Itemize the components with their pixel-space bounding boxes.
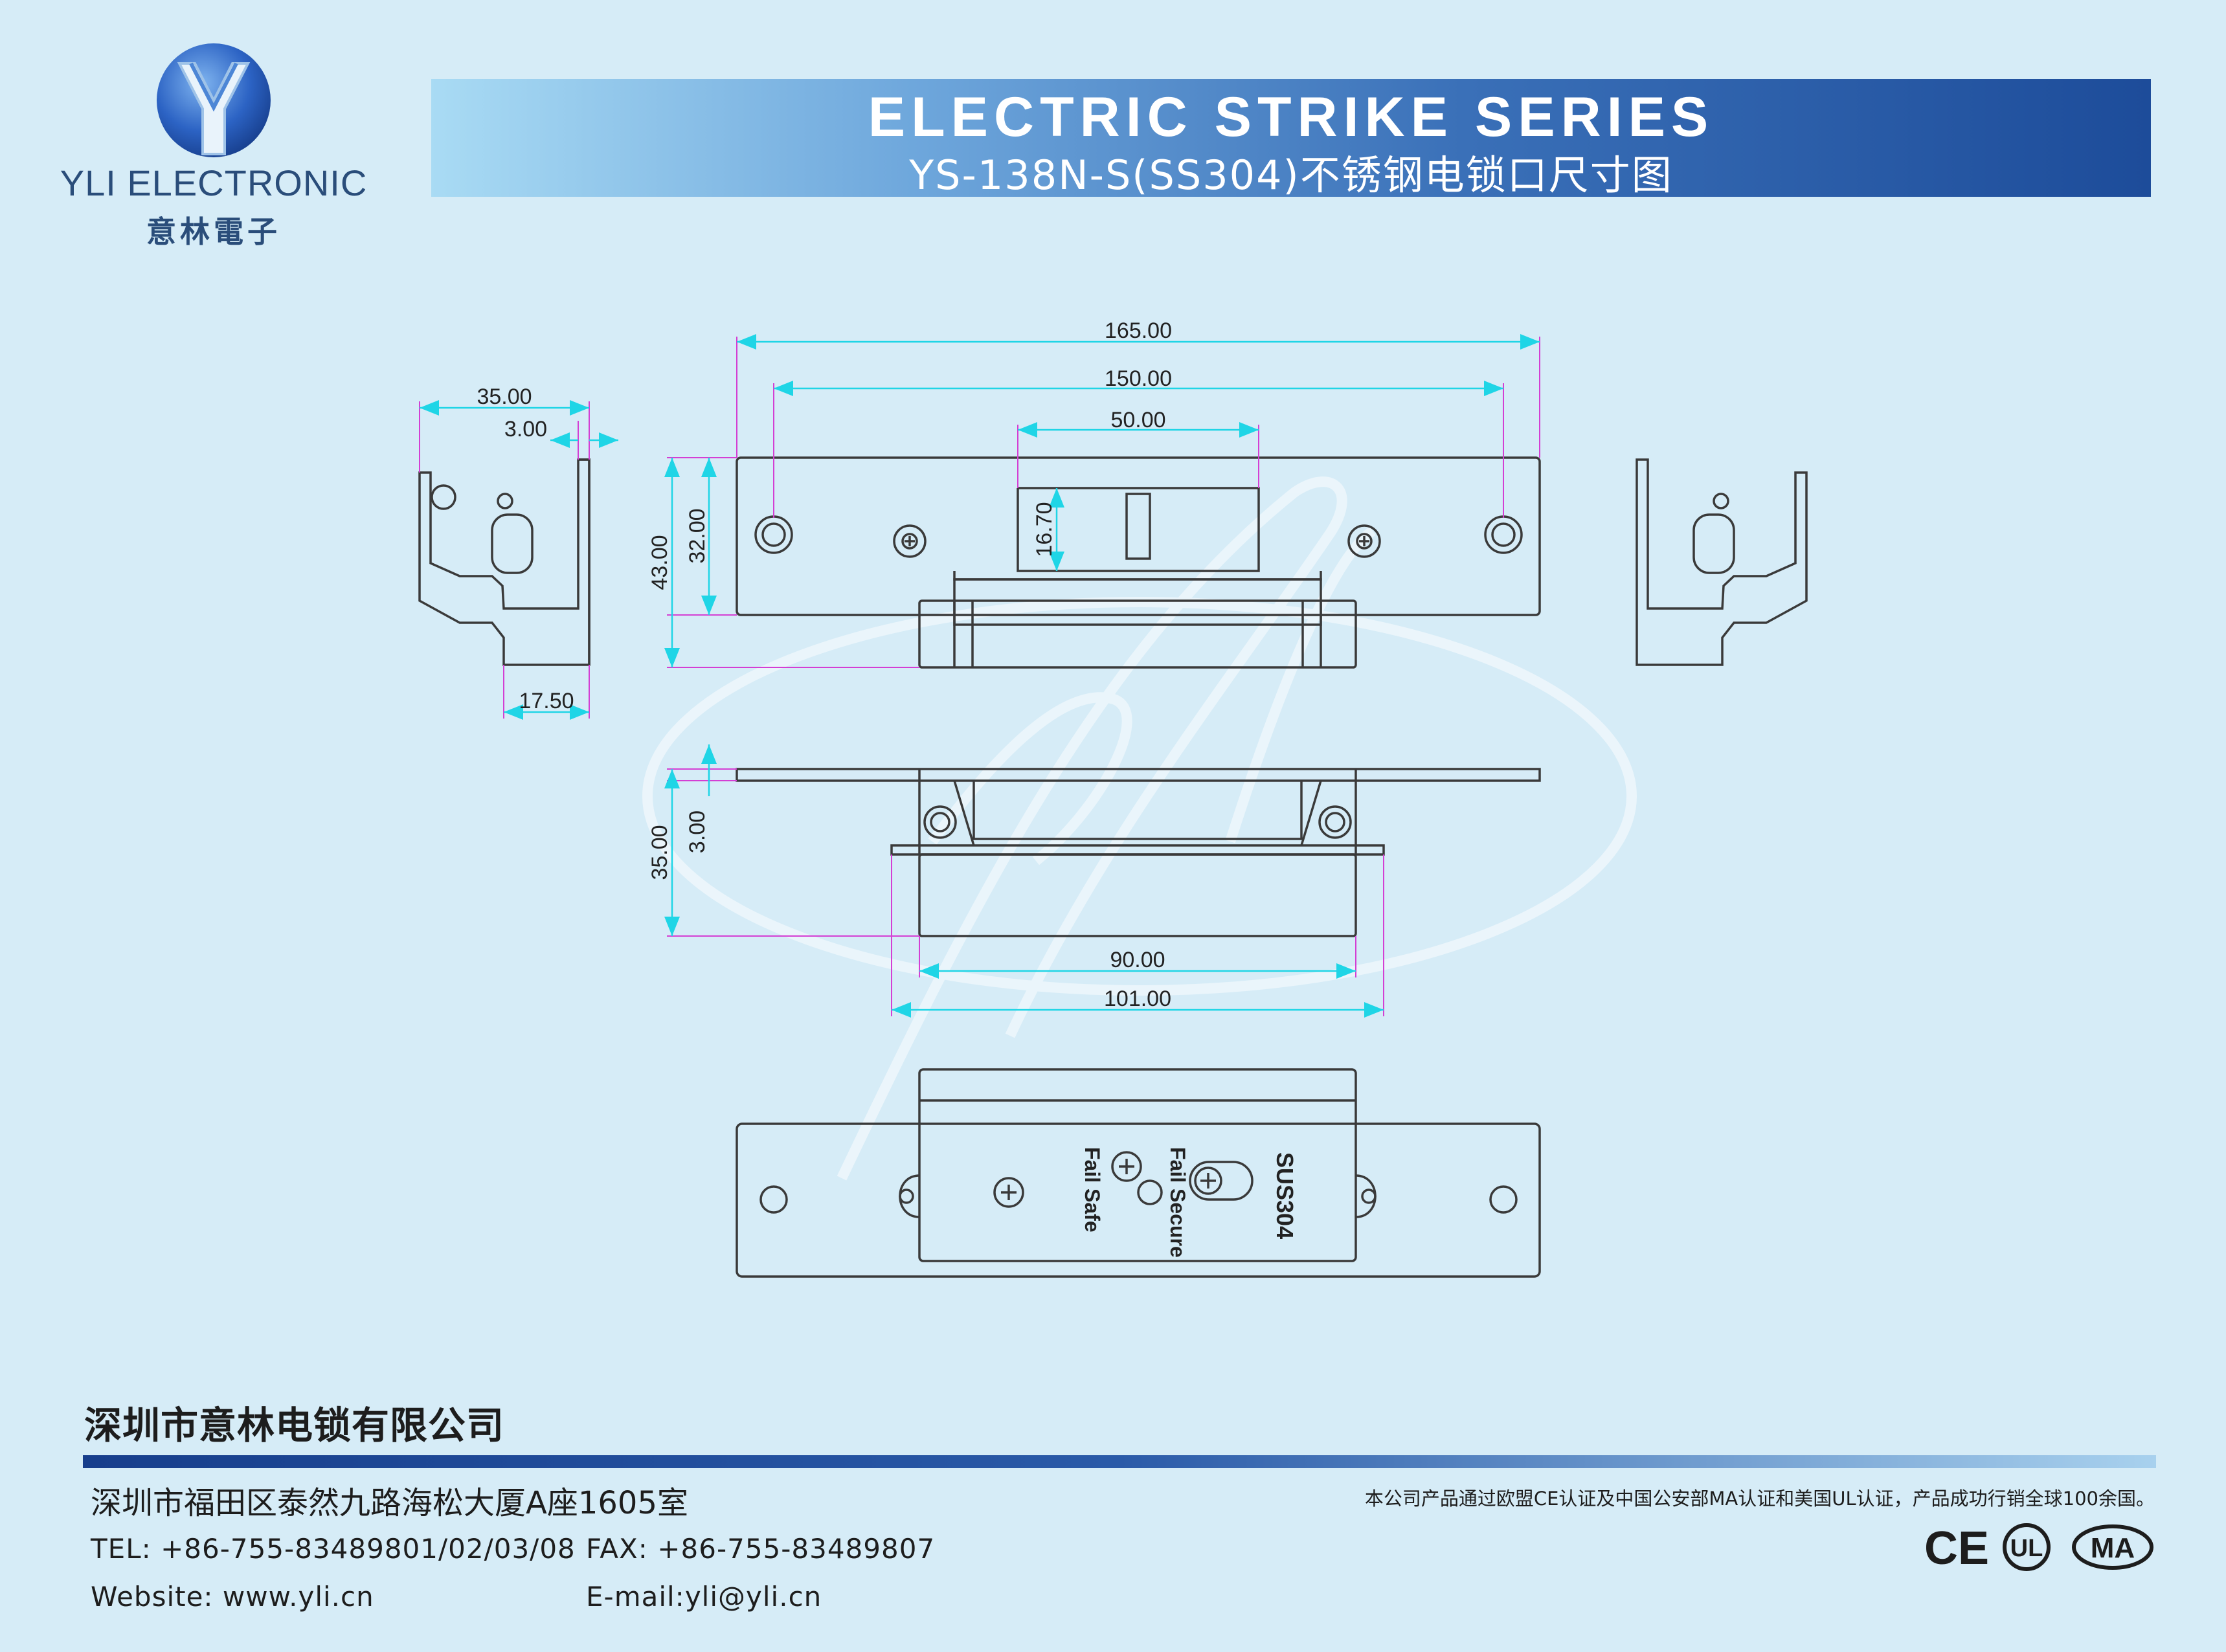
dim-center-opening: 50.00: [1110, 408, 1165, 432]
screw-left-icon: [893, 524, 927, 558]
title-banner: ELECTRIC STRIKE SERIES YS-138N-S(SS304)不…: [431, 79, 2151, 199]
dim-outer-width: 101.00: [1104, 987, 1171, 1011]
contact-tel: TEL: +86-755-83489801/02/03/08: [91, 1533, 576, 1565]
rear-faceplate: [736, 1122, 1541, 1278]
dim-plate-height: 32.00: [685, 508, 710, 563]
dim-plate-height-total: 43.00: [647, 535, 672, 590]
brand-name-cn: 意林電子: [146, 214, 281, 249]
dim-body-width: 90.00: [1110, 948, 1165, 972]
contact-fax: FAX: +86-755-83489807: [586, 1533, 936, 1565]
contact-email[interactable]: E-mail:yli@yli.cn: [586, 1581, 822, 1613]
label-material: SUS304: [1272, 1152, 1298, 1239]
mount-hole-right: [1484, 515, 1523, 554]
watermark: [642, 476, 1637, 1181]
rear-housing: [918, 1068, 1357, 1262]
strike-body: [918, 599, 1357, 669]
extension-lines: [419, 337, 1540, 1016]
strike-faceplate: [736, 456, 1541, 616]
dim-side-width: 35.00: [477, 385, 532, 409]
brand-name-en: YLI ELECTRONIC: [60, 162, 368, 203]
screw-crosses: [905, 536, 1369, 1200]
strike-tongue: [1125, 493, 1151, 560]
label-fail-safe: Fail Safe: [1081, 1147, 1104, 1233]
page-subtitle: YS-138N-S(SS304)不锈钢电锁口尺寸图: [909, 151, 1673, 199]
ce-mark-icon: CE: [1926, 1523, 1988, 1573]
mode-screw-icon: [1111, 1151, 1142, 1182]
svg-text:CE: CE: [1926, 1523, 1988, 1573]
page-title: ELECTRIC STRIKE SERIES: [868, 86, 1714, 148]
dim-opening-depth: 16.70: [1032, 502, 1057, 557]
svg-text:UL: UL: [2010, 1535, 2043, 1562]
screw-right-icon: [1347, 524, 1381, 558]
ul-mark-icon: UL: [2003, 1523, 2051, 1571]
center-opening: [1017, 487, 1260, 572]
dim-side-base: 17.50: [519, 689, 574, 713]
dim-hole-spacing: 150.00: [1105, 366, 1172, 391]
dim-side-thickness: 3.00: [504, 417, 547, 441]
dim-front-depth: 35.00: [647, 825, 672, 880]
label-fail-secure: Fail Secure: [1166, 1147, 1189, 1258]
company-name: 深圳市意林电锁有限公司: [84, 1403, 505, 1447]
plan-body: [918, 853, 1357, 937]
dim-overall-length: 165.00: [1105, 318, 1172, 343]
ma-mark-icon: MA: [2072, 1524, 2153, 1570]
mount-hole-left: [754, 515, 793, 554]
svg-text:MA: MA: [2091, 1532, 2135, 1564]
adjust-slot: [1189, 1161, 1254, 1201]
certification-notice: 本公司产品通过欧盟CE认证及中国公安部MA认证和美国UL认证，产品成功行销全球1…: [1364, 1488, 2155, 1510]
side-view-left: [418, 458, 590, 666]
company-address: 深圳市福田区泰然九路海松大厦A座1605室: [91, 1485, 688, 1521]
contact-website[interactable]: Website: www.yli.cn: [91, 1581, 374, 1613]
footer-divider: [83, 1455, 2156, 1468]
yli-logo-icon: [157, 43, 271, 157]
dimension-lines: [420, 334, 1540, 1018]
plan-faceplate: [736, 768, 1541, 782]
rear-screw-icon: [993, 1177, 1024, 1208]
side-view-right: [1636, 458, 1808, 666]
dim-front-thickness: 3.00: [685, 810, 710, 853]
brand-logo: YLI ELECTRONIC 意林電子: [58, 39, 369, 249]
